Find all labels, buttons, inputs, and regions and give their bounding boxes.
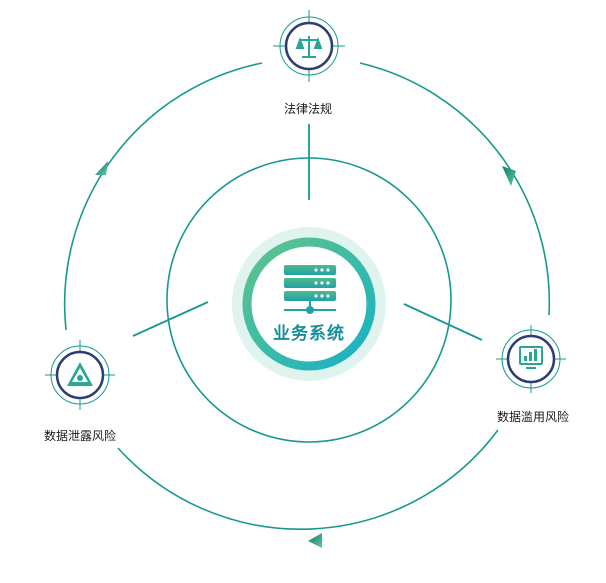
center-label: 业务系统 — [273, 324, 345, 344]
bar-chart-monitor-icon — [519, 346, 543, 369]
outer-arc-top-right — [359, 62, 551, 316]
spoke-left — [132, 301, 209, 337]
outer-ring — [63, 62, 551, 530]
center-ring — [242, 237, 376, 371]
arrow-right — [502, 166, 516, 186]
spoke-right — [403, 303, 483, 341]
arrow-bottom — [308, 533, 322, 548]
spokes — [132, 124, 483, 341]
arrow-left — [95, 161, 108, 175]
node-label-abuse: 数据滥用风险 — [497, 410, 570, 424]
node-label-leak: 数据泄露风险 — [44, 429, 117, 443]
outer-arc-bottom — [117, 429, 499, 530]
node-law — [273, 10, 345, 82]
outer-arc-top-left — [63, 62, 263, 331]
scales-icon — [295, 36, 323, 58]
ring-arrows — [95, 161, 516, 548]
node-leak — [45, 340, 115, 410]
server-stack-icon — [284, 265, 336, 314]
center-node — [232, 227, 386, 381]
node-abuse — [496, 325, 566, 393]
node-label-law: 法律法规 — [284, 102, 333, 116]
recycle-triangle-icon — [67, 362, 93, 386]
